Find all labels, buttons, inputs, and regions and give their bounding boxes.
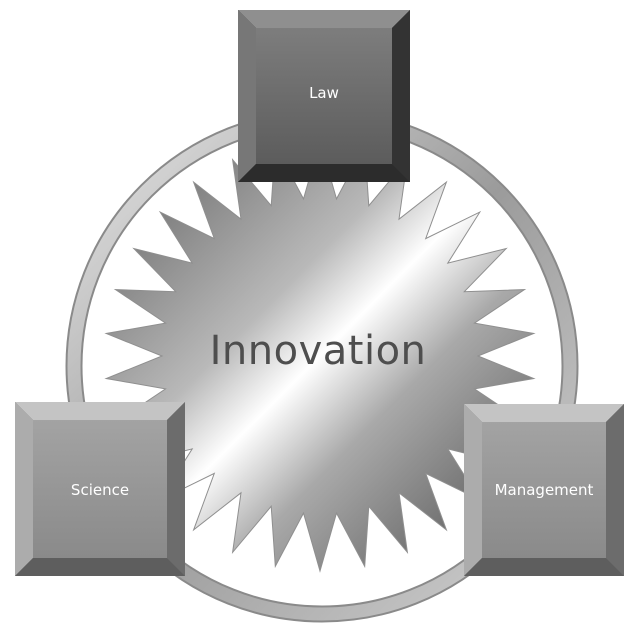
node-label-science: Science <box>70 481 130 499</box>
center-label: Innovation <box>209 328 427 374</box>
node-box-science <box>15 402 185 576</box>
node-label-management: Management <box>494 481 594 499</box>
node-box-management <box>464 404 624 576</box>
node-label-law: Law <box>309 84 339 102</box>
innovation-starburst <box>104 139 536 573</box>
node-box-law <box>238 10 410 182</box>
